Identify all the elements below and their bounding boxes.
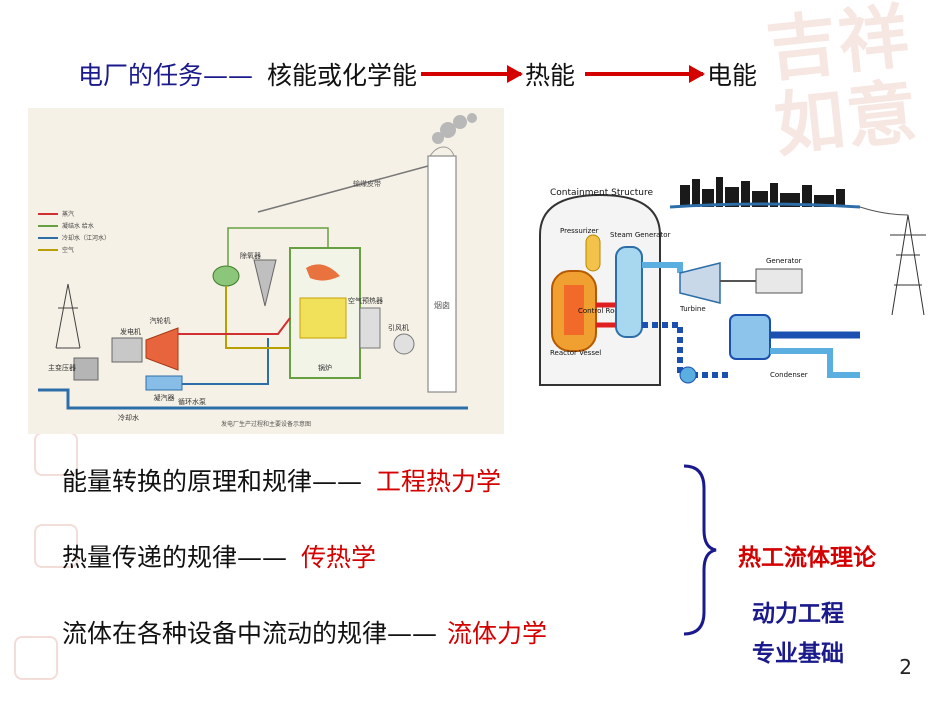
foundation-line-1: 动力工程	[752, 601, 844, 627]
row-fluid-mechanics: 流体在各种设备中流动的规律—— 流体力学	[62, 614, 547, 650]
generator-label: 发电机	[120, 327, 141, 336]
subject-heat-transfer: 传热学	[301, 543, 377, 572]
generator-right-label: Generator	[766, 257, 802, 265]
watermark-text: 吉祥如意	[762, 0, 923, 168]
legend-steam: 蒸汽	[62, 210, 74, 218]
subject-engineering-thermodynamics: 工程热力学	[376, 467, 502, 496]
nuclear-plant-diagram: Containment Structure Reactor Vessel Con…	[530, 175, 940, 400]
boiler-label: 锅炉	[318, 363, 332, 372]
induced-fan-label: 引风机	[388, 323, 409, 332]
containment-label: Containment Structure	[550, 188, 653, 198]
thermal-plant-diagram: 烟囱 输煤皮带 锅炉 除氧器 汽轮机 发电机 凝汽器 主变压器 冷却水 循环水	[28, 108, 504, 434]
reactor-label: Reactor Vessel	[550, 349, 601, 357]
chimney-label: 烟囱	[434, 300, 450, 310]
turbine-label: 汽轮机	[150, 316, 171, 325]
arrow-icon	[421, 65, 524, 83]
transformer-label: 主变压器	[48, 363, 76, 372]
diagram-caption: 发电厂生产过程和主要设备示意图	[221, 420, 311, 428]
energy-source: 核能或化学能	[267, 61, 418, 90]
heat-energy: 热能	[525, 61, 576, 90]
subject-fluid-mechanics: 流体力学	[447, 619, 548, 648]
side-seal-3	[14, 636, 58, 680]
row-heat-transfer: 热量传递的规律—— 传热学	[62, 538, 376, 574]
turbine-right-label: Turbine	[679, 305, 706, 313]
row-label: 流体在各种设备中流动的规律——	[62, 619, 438, 648]
side-seal-2	[34, 524, 78, 568]
cooling-water-label: 冷却水	[118, 413, 139, 422]
legend-cooling: 冷却水（江河水）	[62, 234, 110, 242]
legend-air: 空气	[62, 246, 74, 254]
coal-belt-label: 输煤皮带	[353, 179, 381, 188]
thermal-fluid-theory: 热工流体理论	[738, 545, 876, 571]
deaerator-label: 除氧器	[240, 251, 261, 260]
page-number: 2	[899, 655, 912, 679]
air-heater-label: 空气预热器	[348, 296, 383, 305]
brace-icon	[678, 460, 718, 640]
row-label: 热量传递的规律——	[62, 543, 288, 572]
circulating-pump-label: 循环水泵	[178, 397, 206, 406]
energy-conversion-heading: 电厂的任务—— 核能或化学能 热能 电能	[78, 54, 757, 94]
legend-water: 凝结水 给水	[62, 222, 94, 230]
pressurizer-label: Pressurizer	[560, 227, 599, 235]
row-thermodynamics: 能量转换的原理和规律—— 工程热力学	[62, 462, 501, 498]
steam-generator-label: Steam Generator	[610, 231, 670, 239]
condenser-label: 凝汽器	[154, 393, 175, 402]
foundation-line-2: 专业基础	[752, 641, 844, 667]
arrow-icon	[585, 65, 706, 83]
watermark-seal: 吉祥如意	[727, 0, 950, 171]
condenser-right-label: Condenser	[770, 371, 808, 379]
control-rods-label: Control Rods	[578, 307, 623, 315]
row-label: 能量转换的原理和规律——	[62, 467, 363, 496]
electric-energy: 电能	[707, 61, 758, 90]
task-prefix: 电厂的任务——	[78, 61, 254, 90]
